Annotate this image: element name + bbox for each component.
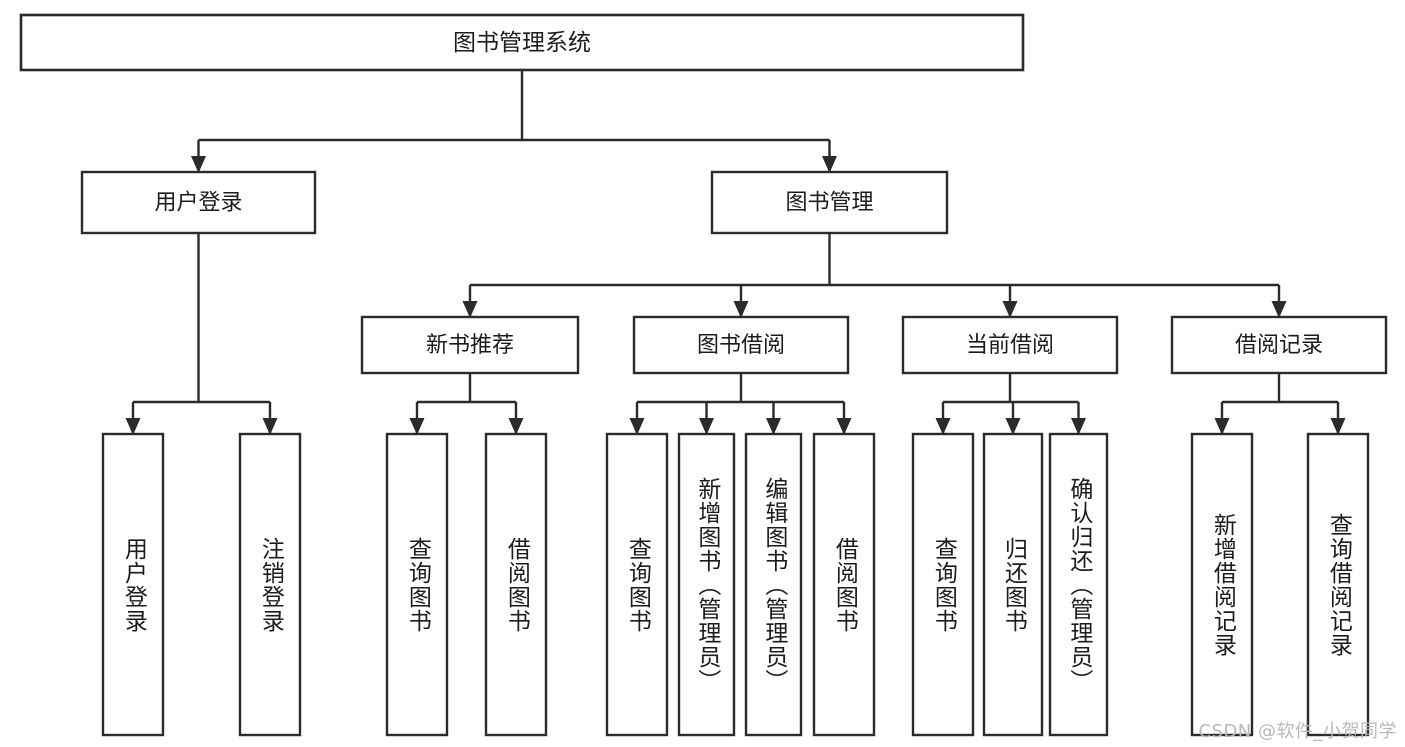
node-user-login[interactable]: 用户登录 xyxy=(80,170,317,235)
connector-group-borrow-record xyxy=(1214,373,1346,435)
connector-group-new-book-recommend xyxy=(409,373,524,435)
node-book-borrow[interactable]: 图书借阅 xyxy=(632,315,850,375)
node-label-borrow-record: 借阅记录 xyxy=(1235,333,1323,358)
node-box-current-borrow xyxy=(901,315,1119,375)
node-leaf-logout-login[interactable] xyxy=(238,432,302,737)
node-box-leaf-borrow-book-1 xyxy=(484,432,548,737)
node-label-current-borrow: 当前借阅 xyxy=(966,333,1054,358)
node-new-book-recommend[interactable]: 新书推荐 xyxy=(360,315,580,375)
arrow-head xyxy=(1071,418,1086,435)
node-leaf-query-book-2[interactable] xyxy=(605,432,669,737)
arrow-head xyxy=(1002,301,1018,318)
connector-group-book-borrow xyxy=(629,373,852,435)
node-box-leaf-query-book-2 xyxy=(605,432,669,737)
connector-group-root xyxy=(191,70,837,173)
node-box-book-manage xyxy=(710,170,949,235)
node-box-leaf-logout-login xyxy=(238,432,302,737)
node-box-book-borrow xyxy=(632,315,850,375)
node-box-leaf-user-login xyxy=(101,432,165,737)
node-box-leaf-confirm-return-admin xyxy=(1048,432,1109,737)
arrow-head xyxy=(462,301,478,318)
node-label-new-book-recommend: 新书推荐 xyxy=(426,333,514,358)
arrow-head xyxy=(836,418,852,435)
node-leaf-confirm-return-admin[interactable] xyxy=(1048,432,1109,737)
arrow-head xyxy=(1330,418,1346,435)
node-leaf-add-book-admin[interactable] xyxy=(677,432,736,737)
node-current-borrow[interactable]: 当前借阅 xyxy=(901,315,1119,375)
arrow-head xyxy=(1005,418,1021,435)
arrow-head xyxy=(699,418,714,435)
node-book-manage[interactable]: 图书管理 xyxy=(710,170,949,235)
node-label-root: 图书管理系统 xyxy=(453,30,591,56)
arrow-head xyxy=(125,418,141,435)
connector-layer xyxy=(125,70,1346,435)
connector-group-book-manage xyxy=(462,233,1287,318)
connector-group-user-login xyxy=(125,233,278,435)
arrow-head xyxy=(935,418,951,435)
node-leaf-borrow-book-2[interactable] xyxy=(812,432,876,737)
node-root[interactable]: 图书管理系统 xyxy=(19,13,1025,72)
node-leaf-user-login[interactable] xyxy=(101,432,165,737)
node-leaf-query-book-3[interactable] xyxy=(911,432,975,737)
node-box-leaf-return-book xyxy=(982,432,1044,737)
node-borrow-record[interactable]: 借阅记录 xyxy=(1170,315,1388,375)
arrow-head xyxy=(629,418,645,435)
node-leaf-query-borrow-record[interactable] xyxy=(1306,432,1370,737)
node-box-leaf-query-book-3 xyxy=(911,432,975,737)
node-box-leaf-query-book-1 xyxy=(385,432,449,737)
arrow-head xyxy=(733,301,749,318)
node-leaf-edit-book-admin[interactable] xyxy=(744,432,803,737)
node-box-new-book-recommend xyxy=(360,315,580,375)
arrow-head xyxy=(262,418,278,435)
arrow-head xyxy=(409,418,425,435)
arrow-head xyxy=(822,156,837,173)
node-leaf-add-borrow-record[interactable] xyxy=(1190,432,1254,737)
node-label-book-manage: 图书管理 xyxy=(785,191,873,216)
arrow-head xyxy=(191,156,206,173)
arrow-head xyxy=(1271,301,1287,318)
node-box-leaf-add-borrow-record xyxy=(1190,432,1254,737)
node-leaf-borrow-book-1[interactable] xyxy=(484,432,548,737)
node-box-user-login xyxy=(80,170,317,235)
node-box-root xyxy=(19,13,1025,72)
node-box-leaf-query-borrow-record xyxy=(1306,432,1370,737)
csdn-watermark: CSDN @软件_小贺同学 xyxy=(1198,721,1397,742)
node-leaf-return-book[interactable] xyxy=(982,432,1044,737)
node-box-leaf-edit-book-admin xyxy=(744,432,803,737)
node-label-book-borrow: 图书借阅 xyxy=(697,333,785,358)
arrow-head xyxy=(1214,418,1230,435)
node-box-borrow-record xyxy=(1170,315,1388,375)
node-box-leaf-add-book-admin xyxy=(677,432,736,737)
node-label-user-login: 用户登录 xyxy=(154,191,242,216)
arrow-head xyxy=(508,418,524,435)
node-leaf-query-book-1[interactable] xyxy=(385,432,449,737)
connector-group-current-borrow xyxy=(935,373,1086,435)
node-box-leaf-borrow-book-2 xyxy=(812,432,876,737)
arrow-head xyxy=(766,418,781,435)
